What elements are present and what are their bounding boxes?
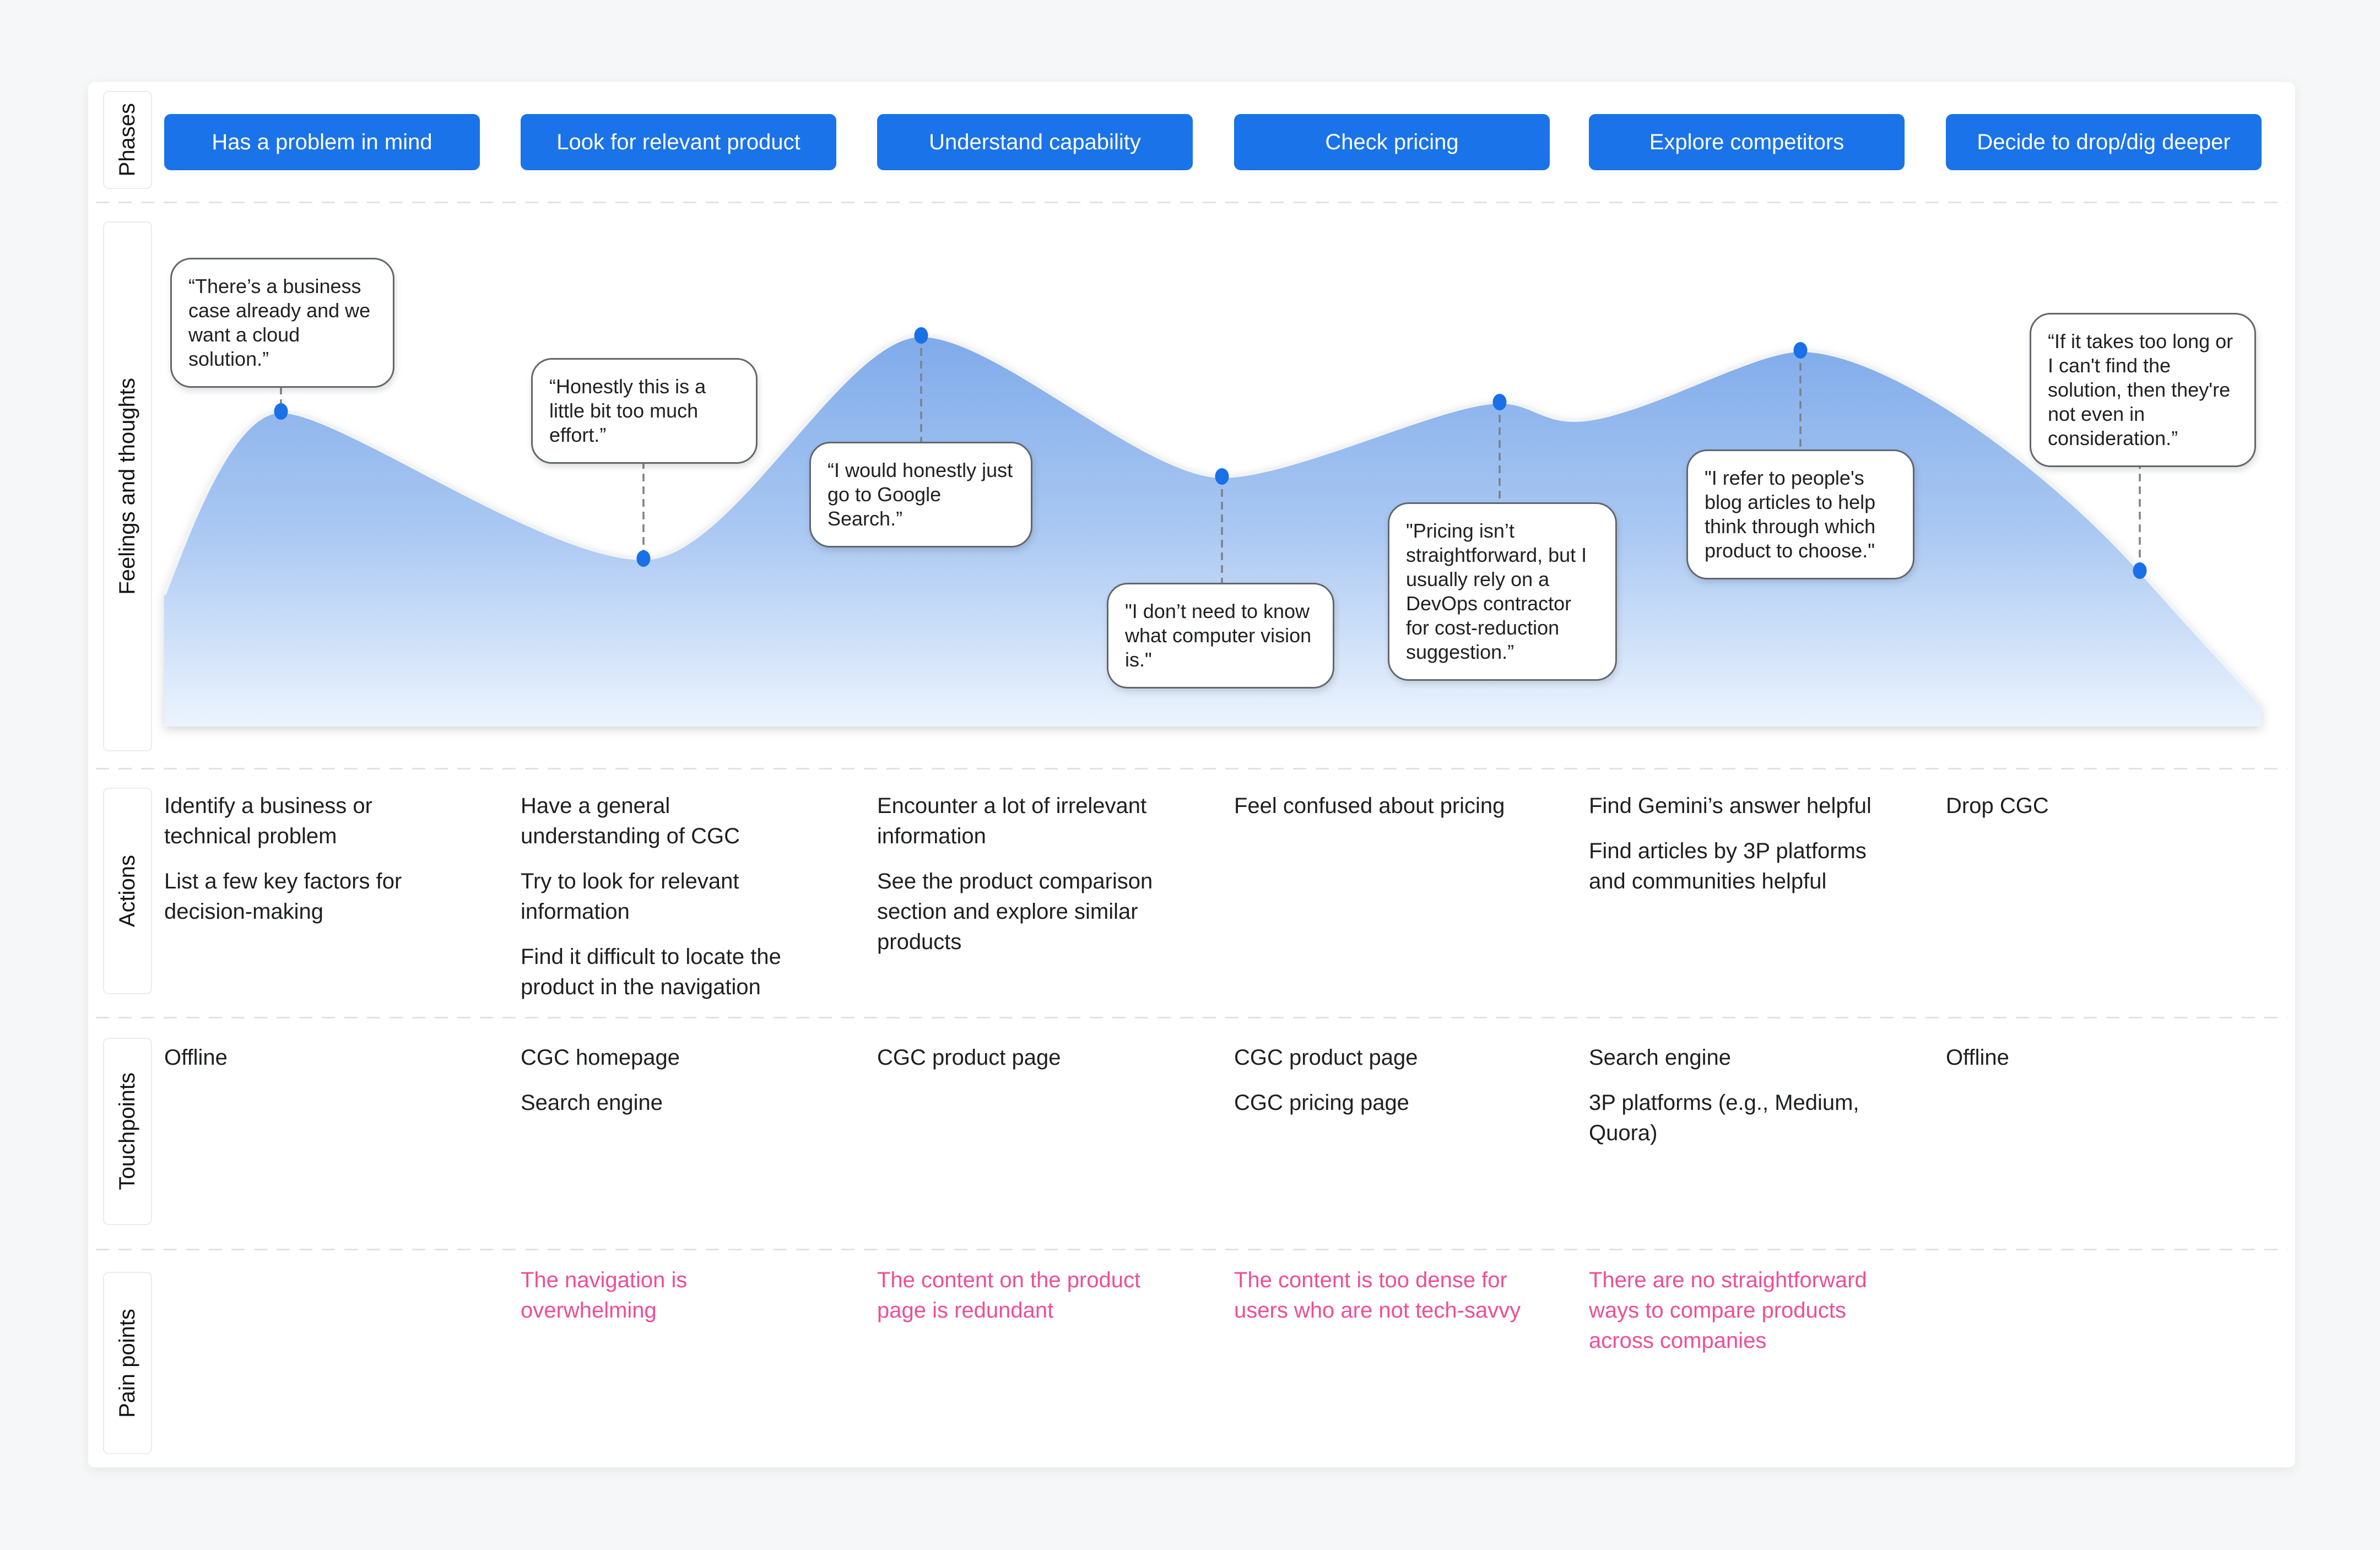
row-label-phases-text: Phases [115, 103, 139, 177]
touchpoints-cell-phase-4: CGC product page CGC pricing page [1234, 1043, 1529, 1133]
phase-button-understand-capability[interactable]: Understand capability [877, 114, 1193, 170]
row-label-phases: Phases [103, 91, 152, 189]
row-label-actions: Actions [103, 788, 152, 994]
pain-points-cell-phase-2: The navigation is overwhelming [521, 1265, 815, 1341]
emotion-curve-stroke [163, 333, 2263, 707]
quote-bubble-computer-vision: "I don’t need to know what computer visi… [1107, 583, 1334, 689]
curve-point-dot [1793, 342, 1808, 359]
touchpoint-item: Offline [164, 1045, 228, 1070]
quote-bubble-google-search: “I would honestly just go to Google Sear… [809, 442, 1032, 548]
quote-bubble-too-much-effort: “Honestly this is a little bit too much … [531, 358, 758, 464]
actions-cell-phase-5: Find Gemini’s answer helpful Find articl… [1589, 791, 1884, 912]
row-label-pain-points: Pain points [103, 1272, 152, 1454]
action-item: See the product comparison section and e… [877, 869, 1153, 954]
action-item: Find it difficult to locate the product … [521, 945, 781, 999]
row-separator [96, 1017, 2287, 1018]
row-separator [96, 202, 2287, 203]
curve-point-dot [1492, 394, 1507, 410]
quote-bubble-business-case: “There’s a business case already and we … [170, 258, 394, 388]
row-label-actions-text: Actions [115, 854, 139, 928]
phase-button-decide-drop-dig[interactable]: Decide to drop/dig deeper [1946, 114, 2262, 170]
quote-bubble-blog-articles: "I refer to people's blog articles to he… [1686, 449, 1914, 579]
curve-point-dot [1215, 468, 1229, 485]
journey-map-card: Phases Feelings and thoughts Actions Tou… [88, 82, 2295, 1467]
row-label-touchpoints: Touchpoints [103, 1038, 152, 1225]
touchpoints-cell-phase-5: Search engine 3P platforms (e.g., Medium… [1589, 1043, 1884, 1163]
pain-point-item: The content is too dense for users who a… [1234, 1268, 1521, 1323]
touchpoint-item: Search engine [521, 1091, 663, 1115]
row-label-feelings-text: Feelings and thoughts [115, 378, 139, 595]
action-item: Encounter a lot of irrelevant informatio… [877, 794, 1147, 848]
action-item: List a few key factors for decision-maki… [164, 869, 402, 924]
pain-points-cell-phase-3: The content on the product page is redun… [877, 1265, 1172, 1341]
touchpoints-cell-phase-6: Offline [1946, 1043, 2241, 1088]
pain-points-cell-phase-4: The content is too dense for users who a… [1234, 1265, 1529, 1341]
pain-points-cell-phase-5: There are no straightforward ways to com… [1589, 1265, 1884, 1371]
curve-point-dot [636, 550, 651, 567]
action-item: Feel confused about pricing [1234, 794, 1505, 818]
pain-point-item: The navigation is overwhelming [521, 1268, 688, 1323]
phase-button-look-for-product[interactable]: Look for relevant product [521, 114, 836, 170]
pain-point-item: The content on the product page is redun… [877, 1268, 1141, 1323]
phase-button-explore-competitors[interactable]: Explore competitors [1589, 114, 1905, 170]
row-label-pain-points-text: Pain points [115, 1308, 139, 1418]
actions-cell-phase-4: Feel confused about pricing [1234, 791, 1529, 836]
touchpoints-cell-phase-3: CGC product page [877, 1043, 1172, 1088]
curve-point-dot [274, 403, 288, 420]
touchpoint-item: CGC product page [877, 1045, 1061, 1070]
touchpoints-cell-phase-1: Offline [164, 1043, 459, 1088]
quote-bubble-pricing-devops: "Pricing isn’t straightforward, but I us… [1388, 502, 1617, 681]
actions-cell-phase-6: Drop CGC [1946, 791, 2241, 836]
action-item: Have a general understanding of CGC [521, 794, 740, 848]
row-label-feelings: Feelings and thoughts [103, 221, 152, 751]
actions-cell-phase-2: Have a general understanding of CGC Try … [521, 791, 815, 1017]
touchpoint-item: CGC product page [1234, 1045, 1418, 1070]
touchpoint-item: CGC homepage [521, 1045, 680, 1070]
action-item: Find Gemini’s answer helpful [1589, 794, 1871, 818]
touchpoints-cell-phase-2: CGC homepage Search engine [521, 1043, 815, 1133]
phase-button-problem-in-mind[interactable]: Has a problem in mind [164, 114, 480, 170]
action-item: Identify a business or technical problem [164, 794, 372, 848]
curve-point-dot [914, 327, 928, 344]
touchpoint-item: CGC pricing page [1234, 1091, 1409, 1115]
quote-bubble-takes-too-long: “If it takes too long or I can't find th… [2030, 313, 2256, 467]
row-separator [96, 1249, 2287, 1250]
actions-cell-phase-1: Identify a business or technical problem… [164, 791, 459, 942]
actions-cell-phase-3: Encounter a lot of irrelevant informatio… [877, 791, 1172, 972]
touchpoint-item: Search engine [1589, 1045, 1731, 1070]
row-label-touchpoints-text: Touchpoints [115, 1072, 139, 1190]
action-item: Find articles by 3P platforms and commun… [1589, 839, 1867, 893]
emotion-curve-area [164, 335, 2262, 727]
pain-point-item: There are no straightforward ways to com… [1589, 1268, 1867, 1353]
action-item: Drop CGC [1946, 794, 2049, 818]
emotion-curve-chart [163, 327, 2263, 727]
curve-point-dot [2133, 562, 2147, 579]
action-item: Try to look for relevant information [521, 869, 739, 924]
touchpoint-item: 3P platforms (e.g., Medium, Quora) [1589, 1091, 1859, 1145]
row-separator [96, 768, 2287, 769]
touchpoint-item: Offline [1946, 1045, 2009, 1070]
phase-button-check-pricing[interactable]: Check pricing [1234, 114, 1550, 170]
